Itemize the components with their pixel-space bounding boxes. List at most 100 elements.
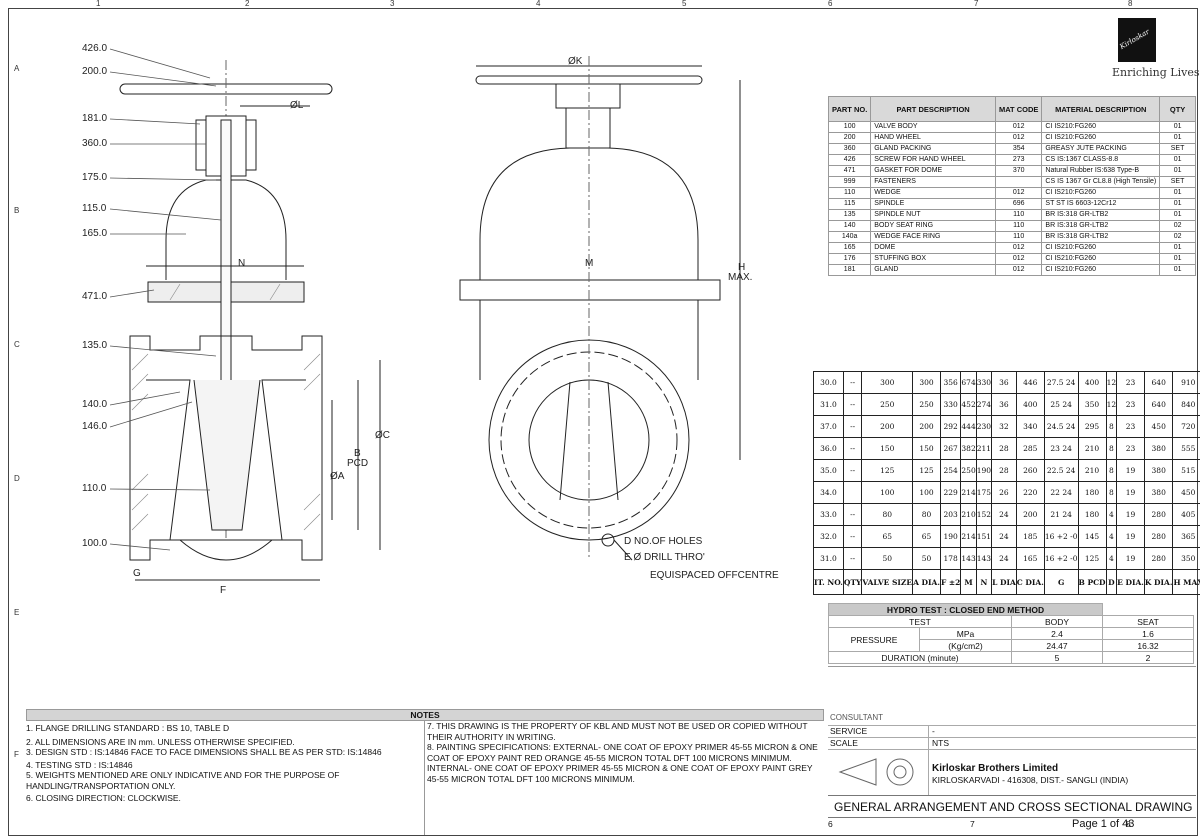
hydro-mpa-unit: MPa xyxy=(919,627,1012,640)
table-cell: 110 xyxy=(994,209,1043,221)
table-cell: 165 xyxy=(827,242,872,254)
table-cell: 150 xyxy=(912,437,941,460)
table-cell: 380 xyxy=(1143,437,1174,460)
table-cell: 720 xyxy=(1172,415,1200,438)
table-cell: 28 xyxy=(991,437,1017,460)
hydro-kg-body: 24.47 xyxy=(1011,639,1103,652)
page-number: Page 1 of 43 xyxy=(1072,818,1135,830)
table-cell: 012 xyxy=(994,253,1043,265)
note-5: 5. WEIGHTS MENTIONED ARE ONLY INDICATIVE… xyxy=(26,770,340,791)
header-material-desc: MATERIAL DESCRIPTION xyxy=(1041,96,1161,122)
table-header-cell: F ±2 xyxy=(939,569,962,595)
table-cell: -- xyxy=(842,459,863,482)
hydro-col-seat: SEAT xyxy=(1102,615,1194,628)
table-cell: 446 xyxy=(1015,371,1045,394)
table-cell: GREASY JUTE PACKING xyxy=(1041,143,1161,155)
table-cell: 33.0 xyxy=(813,503,844,526)
table-cell: 200 xyxy=(1015,503,1045,526)
table-cell: 280 xyxy=(1143,503,1174,526)
table-cell: 250 xyxy=(960,459,977,482)
table-cell: 23 xyxy=(1116,437,1145,460)
table-cell: 696 xyxy=(994,198,1043,210)
table-cell: 19 xyxy=(1116,547,1145,570)
dim-label: 140.0 xyxy=(82,399,108,410)
table-cell: 01 xyxy=(1159,121,1196,133)
table-header-cell: B PCD xyxy=(1077,569,1107,595)
table-cell: 02 xyxy=(1159,220,1196,232)
table-cell: 30.0 xyxy=(813,371,844,394)
table-cell: 151 xyxy=(975,525,993,548)
notes-title: NOTES xyxy=(26,709,824,721)
zone-marker: 8 xyxy=(1126,819,1131,829)
table-cell: 4 xyxy=(1105,503,1118,526)
table-cell: 190 xyxy=(975,459,993,482)
table-cell: 01 xyxy=(1159,264,1196,276)
table-cell: 65 xyxy=(861,525,914,548)
table-cell: 229 xyxy=(939,481,962,504)
table-cell: 31.0 xyxy=(813,547,844,570)
table-cell: 110 xyxy=(994,220,1043,232)
table-cell: ST ST IS 6603-12Cr12 xyxy=(1041,198,1161,210)
dim-l-label: ØL xyxy=(290,100,304,111)
table-cell: 220 xyxy=(1015,481,1045,504)
table-cell: 36 xyxy=(991,371,1017,394)
zone-marker: 7 xyxy=(974,0,979,8)
table-cell: 36.0 xyxy=(813,437,844,460)
table-cell: -- xyxy=(842,547,863,570)
holes-note: D NO.OF HOLES xyxy=(624,536,703,547)
table-cell: 21 24 xyxy=(1043,503,1079,526)
table-header-cell: L DIA xyxy=(991,569,1017,595)
dim-pcd-label: PCD xyxy=(347,458,369,469)
table-cell: BR IS:318 GR-LTB2 xyxy=(1041,220,1161,232)
dim-label: 146.0 xyxy=(82,421,108,432)
table-cell: 115 xyxy=(827,198,872,210)
table-cell: 32.0 xyxy=(813,525,844,548)
table-cell: 31.0 xyxy=(813,393,844,416)
company-address: KIRLOSKARVADI - 416308, DIST.- SANGLI (I… xyxy=(932,775,1129,785)
table-cell: CI IS210:FG260 xyxy=(1041,264,1161,276)
table-cell: 012 xyxy=(994,264,1043,276)
notes-right: 7. THIS DRAWING IS THE PROPERTY OF KBL A… xyxy=(427,721,822,784)
table-cell xyxy=(842,481,863,504)
table-cell: 12 xyxy=(1105,393,1118,416)
table-cell: 50 xyxy=(912,547,941,570)
table-cell: 354 xyxy=(994,143,1043,155)
table-cell: 140a xyxy=(827,231,872,243)
table-cell: 19 xyxy=(1116,503,1145,526)
table-cell: 100 xyxy=(861,481,914,504)
table-cell: 350 xyxy=(1077,393,1107,416)
table-cell: -- xyxy=(842,525,863,548)
table-cell: 28 xyxy=(991,459,1017,482)
table-cell: 640 xyxy=(1143,371,1174,394)
table-cell: CS IS:1367 CLASS-8.8 xyxy=(1041,154,1161,166)
table-cell: 254 xyxy=(939,459,962,482)
logo-brand: Kirloskar xyxy=(1118,27,1151,51)
table-cell: 143 xyxy=(960,547,977,570)
table-cell: 150 xyxy=(861,437,914,460)
table-cell: 360 xyxy=(827,143,872,155)
table-cell: 300 xyxy=(861,371,914,394)
table-cell: 405 xyxy=(1172,503,1200,526)
dim-label: 471.0 xyxy=(82,291,108,302)
table-cell: SCREW FOR HAND WHEEL xyxy=(870,154,996,166)
table-header-cell: G xyxy=(1043,569,1079,595)
table-cell: 37.0 xyxy=(813,415,844,438)
table-cell: 24 xyxy=(991,503,1017,526)
note-1: 1. FLANGE DRILLING STANDARD : BS 10, TAB… xyxy=(26,723,230,733)
table-cell: 80 xyxy=(912,503,941,526)
table-cell: 24.5 24 xyxy=(1043,415,1079,438)
bolt-hole xyxy=(601,533,615,547)
table-cell: 4 xyxy=(1105,525,1118,548)
table-cell: 190 xyxy=(939,525,962,548)
table-cell: 01 xyxy=(1159,132,1196,144)
table-cell: 01 xyxy=(1159,242,1196,254)
table-cell: 26 xyxy=(991,481,1017,504)
